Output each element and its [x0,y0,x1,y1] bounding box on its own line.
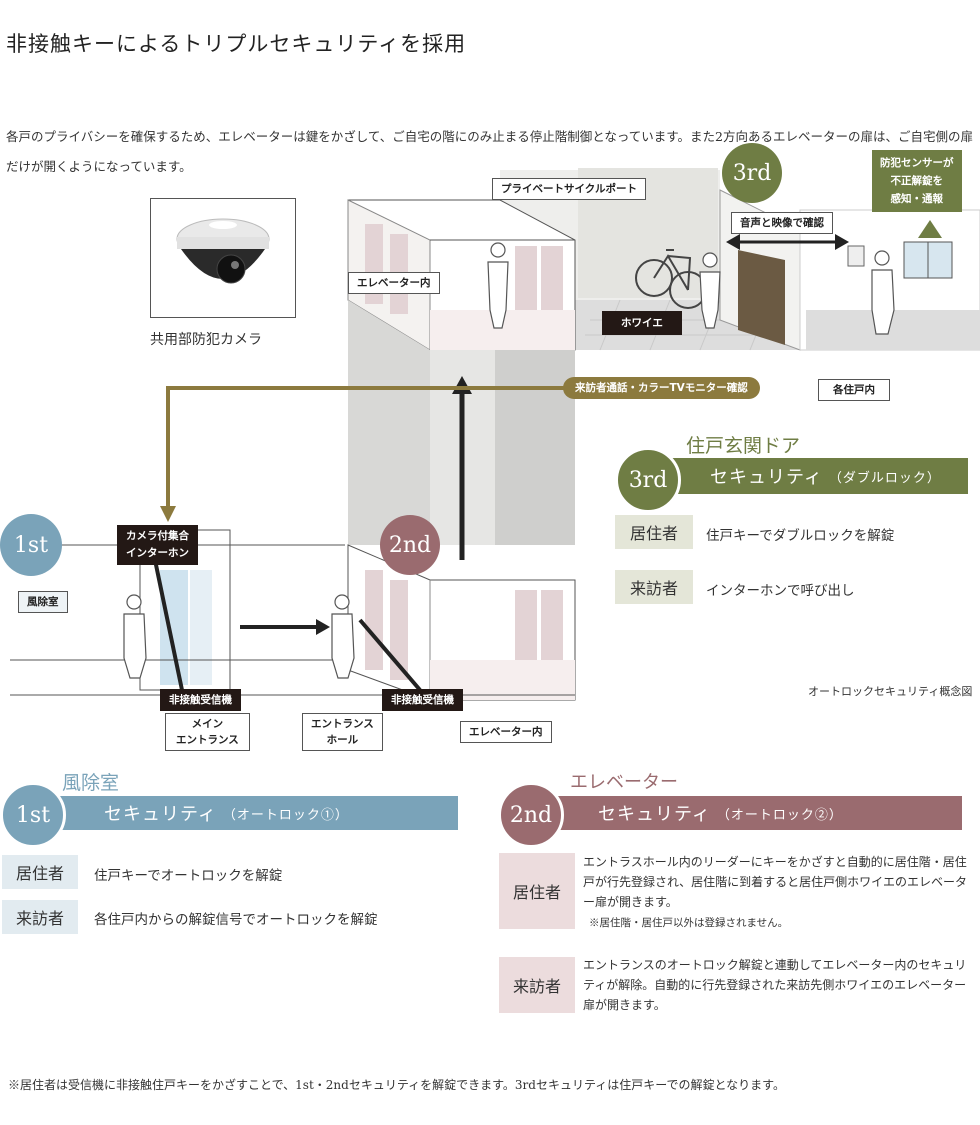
second-heading-sub: （オートロック②） [716,807,843,823]
label-audio-video-check: 音声と映像で確認 [731,212,833,234]
label-each-unit: 各住戸内 [818,379,890,401]
label-visitor-call: 来訪者通話・カラーTVモニター確認 [563,377,760,399]
first-heading-bar: セキュリティ （オートロック①） [34,796,458,830]
concept-caption: オートロックセキュリティ概念図 [808,685,973,698]
third-badge: 3rd [615,447,681,513]
label-vestibule: 風除室 [18,591,68,613]
label-contactless-receiver-2: 非接触受信機 [382,689,463,711]
third-heading-sub: （ダブルロック） [828,470,941,486]
third-heading-bar: セキュリティ （ダブルロック） [640,458,968,494]
label-elevator-inside-bottom: エレベーター内 [460,721,552,743]
label-foyer: ホワイエ [602,311,682,335]
label-elevator-inside-top: エレベーター内 [348,272,440,294]
third-visitor-label: 来訪者 [615,570,693,604]
second-resident-label: 居住者 [499,853,575,929]
intro-text: 各戸のプライバシーを確保するため、エレベーターは鍵をかざして、ご自宅の階にのみ止… [6,129,973,174]
badge-1st-diagram: 1st [0,514,62,576]
intercom-icon [847,245,865,267]
label-camera-intercom: カメラ付集合 インターホン [117,525,198,565]
third-resident-text: 住戸キーでダブルロックを解錠 [706,528,895,544]
second-badge: 2nd [498,782,564,848]
label-contactless-receiver-1: 非接触受信機 [160,689,241,711]
second-subtitle: エレベーター [570,772,678,793]
first-visitor-text: 各住戸内からの解錠信号でオートロックを解錠 [94,912,378,928]
security-diagram [10,168,980,701]
badge-2nd-diagram: 2nd [380,515,440,575]
second-heading-bar: セキュリティ （オートロック②） [528,796,962,830]
first-heading: セキュリティ [104,804,217,825]
page-title: 非接触キーによるトリプルセキュリティを採用 [6,32,467,56]
first-resident-text: 住戸キーでオートロックを解錠 [94,868,283,884]
second-visitor-text: エントランスのオートロック解錠と連動してエレベーター内のセキュリティが解除。自動… [583,958,967,1012]
second-resident-note: ※居住階・居住戸以外は登録されません。 [589,917,789,929]
first-heading-sub: （オートロック①） [222,807,349,823]
label-crime-sensor: 防犯センサーが 不正解錠を 感知・通報 [872,150,962,212]
label-private-cycle-port: プライベートサイクルポート [492,178,646,200]
window-icon [903,241,953,279]
first-badge: 1st [0,782,66,848]
second-visitor-label: 来訪者 [499,957,575,1013]
camera-frame [150,198,296,318]
third-heading: セキュリティ [710,467,823,488]
third-resident-label: 居住者 [615,515,693,549]
first-subtitle: 風除室 [62,772,120,794]
badge-3rd-diagram: 3rd [722,143,782,203]
camera-caption: 共用部防犯カメラ [150,332,262,348]
second-resident-text: エントラスホール内のリーダーにキーをかざすと自動的に居住階・居住戸が行先登録され… [583,855,968,909]
first-visitor-label: 来訪者 [2,900,78,934]
bicycle-icon [635,249,707,309]
label-main-entrance: メイン エントランス [165,713,250,751]
security-camera-icon [176,218,270,284]
label-entrance-hall: エントランス ホール [302,713,383,751]
first-resident-label: 居住者 [2,855,78,889]
third-subtitle: 住戸玄関ドア [686,435,801,457]
footnote: ※居住者は受信機に非接触住戸キーをかざすことで、1st・2ndセキュリティを解錠… [8,1078,785,1092]
third-visitor-text: インターホンで呼び出し [706,583,855,599]
second-heading: セキュリティ [598,804,711,825]
